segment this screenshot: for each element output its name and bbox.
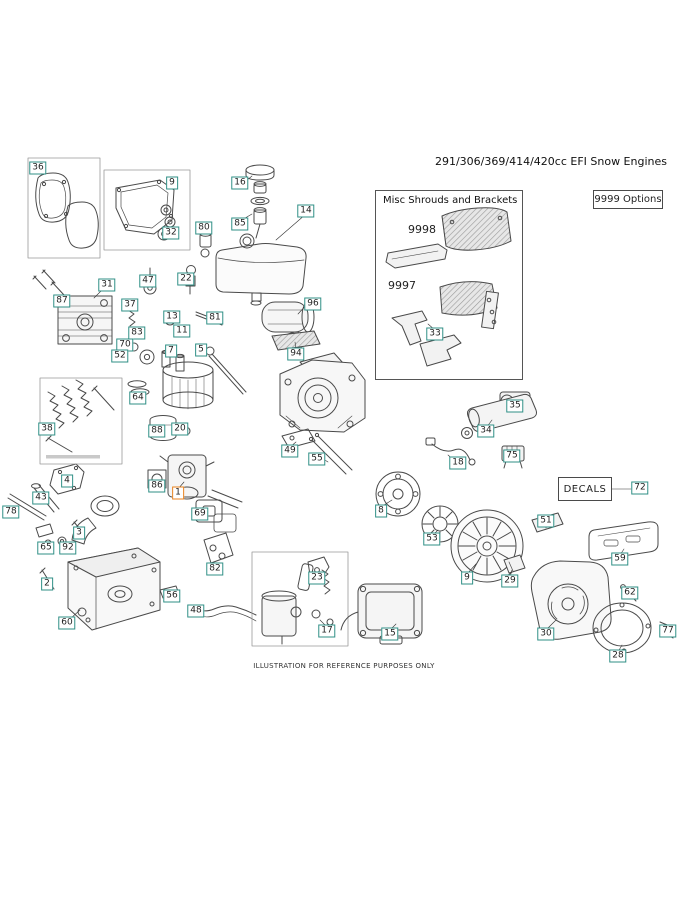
callout-47: 47: [139, 274, 157, 288]
callout-9-flywheel: 9: [461, 571, 473, 585]
carburetor-illustration: [147, 454, 243, 533]
callout-65: 65: [37, 541, 55, 555]
callout-94: 94: [287, 347, 305, 361]
callout-60: 60: [58, 616, 76, 630]
callout-29: 29: [501, 574, 519, 588]
page-title: 291/306/369/414/420cc EFI Snow Engines: [434, 155, 667, 168]
callout-11: 11: [173, 324, 191, 338]
decals-box: DECALS: [558, 477, 612, 501]
callout-34: 34: [477, 424, 495, 438]
callout-62: 62: [621, 586, 639, 600]
callout-43: 43: [32, 491, 50, 505]
callout-36: 36: [29, 161, 47, 175]
dipstick-illustration: [205, 346, 247, 395]
gasket-set-illustration: [27, 157, 101, 259]
callout-9: 9: [166, 176, 178, 190]
cover-bracket-illustration: [588, 521, 659, 561]
callout-83: 83: [128, 326, 146, 340]
callout-17: 17: [318, 624, 336, 638]
callout-20: 20: [171, 422, 189, 436]
callout-55: 55: [308, 452, 326, 466]
ecu-illustration: [340, 583, 423, 645]
plate-illustration: [281, 428, 316, 449]
springs-illustration: [39, 377, 123, 465]
callout-88: 88: [148, 424, 166, 438]
engine-block-illustration: [279, 359, 366, 433]
callout-3: 3: [73, 526, 85, 540]
callout-33: 33: [426, 327, 444, 341]
callout-80: 80: [195, 221, 213, 235]
label-9997: 9997: [388, 279, 416, 292]
fuel-cap-illustration: [245, 164, 275, 239]
callout-64: 64: [129, 391, 147, 405]
callout-15: 15: [381, 627, 399, 641]
callout-18: 18: [449, 456, 467, 470]
callout-7: 7: [165, 344, 177, 358]
oil-sump-illustration: [67, 547, 161, 631]
air-filter-illustration: [162, 361, 214, 410]
fuel-pump-illustration: [251, 551, 349, 647]
callout-5: 5: [195, 343, 207, 357]
muffler-illustration: [261, 301, 321, 351]
blower-housing-illustration: [530, 560, 612, 640]
callout-31: 31: [98, 278, 116, 292]
callout-30: 30: [537, 627, 555, 641]
label-9998: 9998: [408, 223, 436, 236]
primer-illustration: [199, 231, 212, 258]
callout-2: 2: [41, 577, 53, 591]
cylinder-head-illustration: [32, 269, 113, 345]
callout-8: 8: [375, 504, 387, 518]
callout-23: 23: [308, 571, 326, 585]
callout-78: 78: [2, 505, 20, 519]
callout-16: 16: [231, 176, 249, 190]
callout-96: 96: [304, 297, 322, 311]
options-box-label: 9999 Options: [594, 194, 662, 205]
callout-35: 35: [506, 399, 524, 413]
callout-72: 72: [631, 481, 649, 495]
callout-52: 52: [111, 349, 129, 363]
misc-shrouds-box: Misc Shrouds and Brackets: [375, 190, 523, 380]
fuel-tank-illustration: [215, 233, 307, 306]
callout-38: 38: [38, 422, 56, 436]
callout-48: 48: [187, 604, 205, 618]
starter-motor-illustration: [461, 393, 537, 439]
callout-51: 51: [537, 514, 555, 528]
callout-77: 77: [659, 624, 677, 638]
callout-86: 86: [148, 479, 166, 493]
callout-13: 13: [163, 310, 181, 324]
footer-note: ILLUSTRATION FOR REFERENCE PURPOSES ONLY: [253, 662, 435, 670]
misc-shrouds-illustration: [385, 207, 512, 367]
callout-59: 59: [611, 552, 629, 566]
callout-53: 53: [423, 532, 441, 546]
callout-92: 92: [59, 541, 77, 555]
callout-82: 82: [206, 562, 224, 576]
callout-69: 69: [191, 507, 209, 521]
callout-37: 37: [121, 298, 139, 312]
wire-harness-illustration: [425, 437, 476, 466]
callout-81: 81: [206, 311, 224, 325]
callout-22: 22: [177, 272, 195, 286]
callout-1: 1: [172, 486, 184, 500]
callout-4: 4: [61, 474, 73, 488]
pulley-illustration: [375, 471, 421, 517]
callout-87: 87: [53, 294, 71, 308]
callout-85: 85: [231, 217, 249, 231]
callout-32: 32: [162, 226, 180, 240]
callout-14: 14: [297, 204, 315, 218]
flywheel-illustration: [450, 509, 524, 583]
decals-label: DECALS: [563, 483, 607, 495]
pushrods-illustration: [308, 432, 353, 475]
callout-56: 56: [163, 589, 181, 603]
linkage-illustration: [159, 532, 330, 622]
callout-49: 49: [281, 444, 299, 458]
callout-28: 28: [609, 649, 627, 663]
misc-box-title: Misc Shrouds and Brackets: [383, 195, 518, 206]
callout-75: 75: [503, 449, 521, 463]
options-box: 9999 Options: [593, 190, 663, 209]
